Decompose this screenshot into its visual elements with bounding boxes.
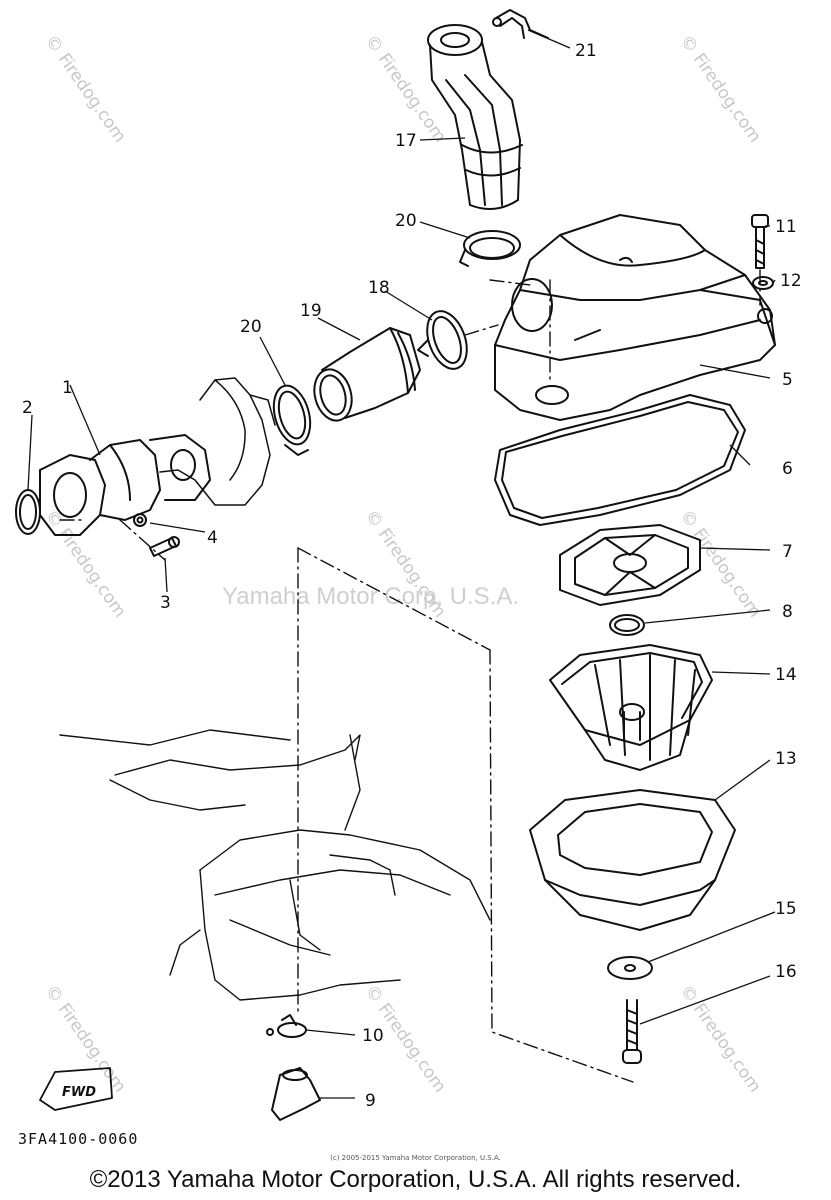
part-10-clip: [266, 1014, 307, 1038]
callout-2: 2: [22, 398, 33, 418]
callout-8: 8: [782, 602, 793, 622]
part-5-cleaner-case: [494, 214, 776, 421]
watermark-center-text: Yamaha Motor Corp, U.S.A.: [222, 583, 519, 610]
watermark-text: © Firedog.com: [361, 31, 450, 146]
part-2-o-ring: [15, 489, 41, 535]
part-13-element: [529, 789, 736, 931]
callout-7: 7: [782, 542, 793, 562]
callout-11: 11: [775, 217, 797, 237]
part-16-bolt: [622, 999, 642, 1064]
callout-18: 18: [368, 278, 390, 298]
watermark-text: © Firedog.com: [41, 31, 130, 146]
part-19-joint: [313, 327, 421, 422]
watermark-text: © Firedog.com: [676, 31, 765, 146]
part-18-clamp: [417, 310, 468, 370]
callout-numbers: 1 2 3 4 5 6 7 8 9 10 11 12 13 14 15 16 1…: [22, 41, 802, 1111]
callout-6: 6: [782, 459, 793, 479]
callout-13: 13: [775, 749, 797, 769]
footer-copyright: ©2013 Yamaha Motor Corporation, U.S.A. A…: [89, 1166, 742, 1193]
callout-12: 12: [780, 271, 802, 291]
part-4-nut: [133, 513, 147, 527]
part-11-bolt: [751, 214, 769, 269]
callout-16: 16: [775, 962, 797, 982]
part-1-manifold: [39, 434, 211, 536]
drawing-code: 3FA4100-0060: [18, 1130, 139, 1148]
part-3-bolt: [149, 536, 180, 557]
part-20-clamp-upper: [459, 230, 521, 267]
fwd-label: FWD: [62, 1085, 96, 1100]
leader-lines: [59, 269, 761, 1083]
callout-5: 5: [782, 370, 793, 390]
watermark-text: © Firedog.com: [676, 981, 765, 1096]
callout-20-lower: 20: [240, 317, 262, 337]
callout-leaders: [27, 29, 776, 1099]
callout-15: 15: [775, 899, 797, 919]
part-21-breather-fitting: [492, 9, 549, 39]
callout-10: 10: [362, 1026, 384, 1046]
part-14-element-cage: [549, 644, 713, 771]
callout-1: 1: [62, 378, 73, 398]
callout-9: 9: [365, 1091, 376, 1111]
watermarks: © Firedog.com © Firedog.com © Firedog.co…: [41, 31, 765, 1096]
callout-3: 3: [160, 593, 171, 613]
part-9-drain-cap: [271, 1067, 321, 1121]
small-copyright: (c) 2005-2015 Yamaha Motor Corporation, …: [330, 1154, 501, 1162]
callout-17: 17: [395, 131, 417, 151]
callout-4: 4: [207, 528, 218, 548]
watermark-text: © Firedog.com: [676, 506, 765, 621]
fwd-arrow: FWD: [39, 1067, 113, 1111]
part-20-clamp-lower: [272, 384, 312, 456]
callout-14: 14: [775, 665, 797, 685]
part-8-o-ring: [609, 614, 645, 636]
part-17-intake-duct: [427, 24, 523, 210]
part-12-washer: [752, 276, 774, 290]
watermark-text: © Firedog.com: [41, 506, 130, 621]
callout-19: 19: [300, 301, 322, 321]
callout-20-upper: 20: [395, 211, 417, 231]
part-7-element-guide: [559, 524, 701, 606]
part-6-gasket: [494, 394, 746, 526]
watermark-text: © Firedog.com: [41, 981, 130, 1096]
part-15-washer: [607, 956, 653, 980]
frame-outline: [59, 729, 491, 1001]
carburetor-outline: [159, 377, 276, 506]
callout-21: 21: [575, 41, 597, 61]
